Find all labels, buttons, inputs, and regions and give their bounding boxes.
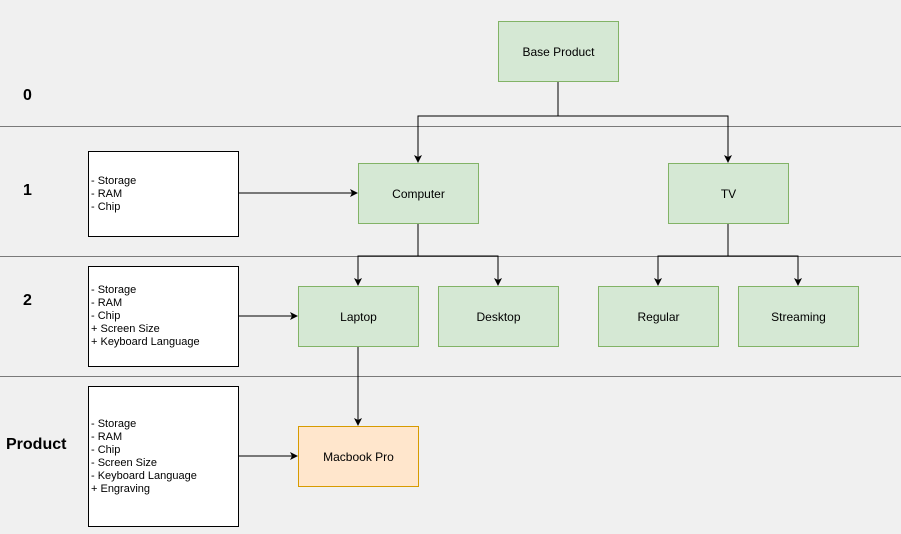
node-tv[interactable]: TV bbox=[668, 163, 789, 224]
attribute-line: - RAM bbox=[91, 430, 123, 443]
attribute-line: - Storage bbox=[91, 174, 137, 187]
edge-base-to-computer bbox=[414, 81, 559, 163]
level-label-product: Product bbox=[6, 436, 67, 453]
level-divider bbox=[0, 376, 901, 377]
node-macbook-pro[interactable]: Macbook Pro bbox=[298, 426, 419, 487]
node-laptop[interactable]: Laptop bbox=[298, 286, 419, 347]
level-label-2: 2 bbox=[23, 292, 32, 309]
level-label-1: 1 bbox=[23, 182, 32, 199]
attribute-box-product[interactable]: - Storage - RAM - Chip - Screen Size - K… bbox=[88, 386, 239, 527]
attribute-line: - Keyboard Language bbox=[91, 469, 197, 482]
edge-tv-to-streaming bbox=[727, 223, 802, 286]
attribute-box-level1[interactable]: - Storage - RAM - Chip bbox=[88, 151, 239, 237]
edge-tv-to-regular bbox=[654, 223, 729, 286]
attribute-line: + Keyboard Language bbox=[91, 336, 200, 348]
attribute-line: - RAM bbox=[91, 297, 123, 309]
edge-base-to-tv bbox=[557, 81, 732, 163]
node-desktop[interactable]: Desktop bbox=[438, 286, 559, 347]
edge-computer-to-laptop bbox=[354, 223, 419, 286]
attribute-line: - Screen Size bbox=[91, 456, 158, 469]
edge-computer-to-desktop bbox=[417, 223, 502, 286]
attribute-line: - Storage bbox=[91, 417, 137, 430]
node-base-product[interactable]: Base Product bbox=[498, 21, 619, 82]
level-label-0: 0 bbox=[23, 87, 32, 104]
attribute-line: - Chip bbox=[91, 200, 121, 213]
attribute-line: + Engraving bbox=[91, 482, 151, 495]
node-streaming[interactable]: Streaming bbox=[738, 286, 859, 347]
node-computer[interactable]: Computer bbox=[358, 163, 479, 224]
attribute-line: + Screen Size bbox=[91, 323, 160, 335]
level-divider bbox=[0, 126, 901, 127]
attribute-box-level2[interactable]: - Storage - RAM - Chip + Screen Size + K… bbox=[88, 266, 239, 367]
attribute-line: - RAM bbox=[91, 187, 123, 200]
attribute-line: - Chip bbox=[91, 443, 121, 456]
attribute-line: - Chip bbox=[91, 310, 121, 322]
node-regular[interactable]: Regular bbox=[598, 286, 719, 347]
attribute-line: - Storage bbox=[91, 284, 137, 296]
